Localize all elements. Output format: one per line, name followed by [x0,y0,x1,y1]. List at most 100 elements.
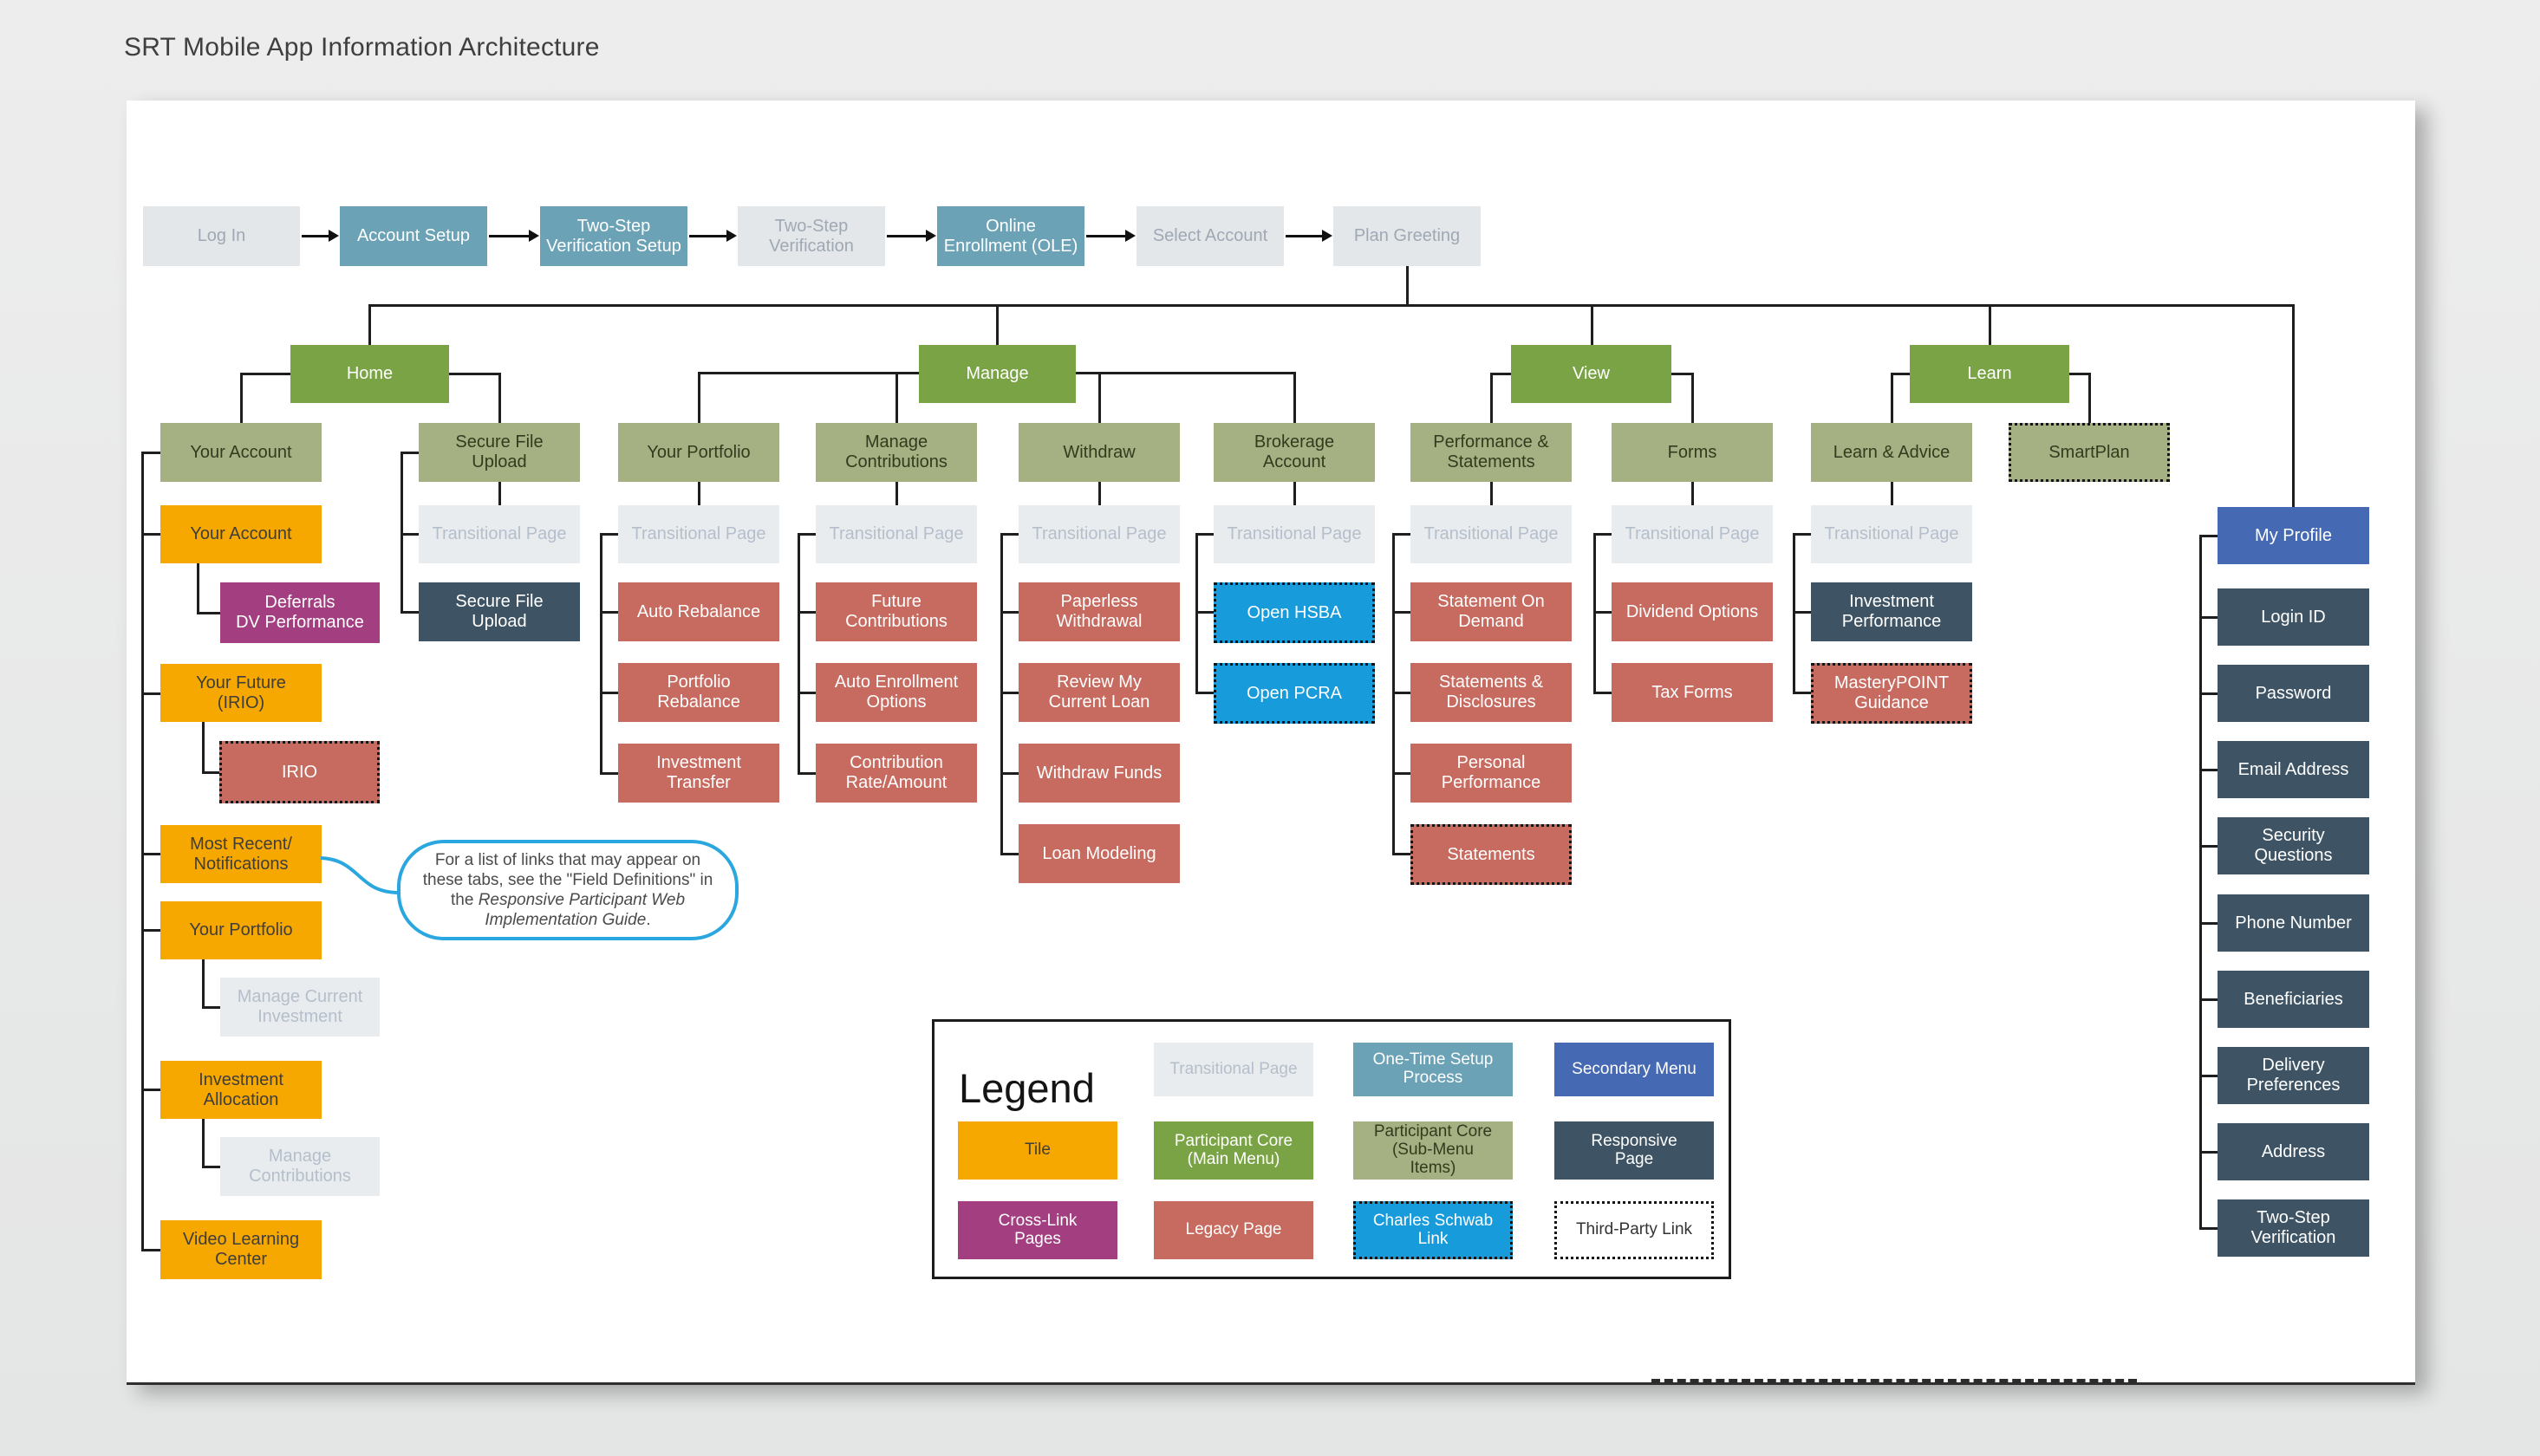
legend-item-tile: Tile [958,1121,1117,1180]
connector-line [1793,692,1811,694]
node-review-my-current-loan: Review My Current Loan [1019,663,1180,722]
connector-line [699,372,919,374]
node-yp-transitional-page: Transitional Page [618,505,779,563]
node-ba-transitional-page: Transitional Page [1214,505,1375,563]
connector-line [2292,304,2295,507]
connector-line [1000,853,1019,855]
connector-line [600,611,618,614]
connector-line [141,853,160,855]
node-la-transitional-page: Transitional Page [1811,505,1972,563]
flow-arrow [489,230,539,242]
connector-line [401,611,419,614]
node-my-profile: My Profile [2218,507,2369,564]
legend-item-cross-link-pages: Cross-Link Pages [958,1201,1117,1259]
node-secure-file-upload-menu: Secure File Upload [419,423,580,482]
connector-line [798,772,816,775]
connector-line [401,533,419,536]
node-portfolio-rebalance: Portfolio Rebalance [618,663,779,722]
connector-line [1691,373,1694,423]
node-personal-performance: Personal Performance [1410,744,1572,803]
callout-note: For a list of links that may appear on t… [397,840,739,940]
connector-line [798,611,816,614]
connector-line [600,533,602,773]
node-your-future-irio: Your Future (IRIO) [160,664,322,722]
node-w-transitional-page: Transitional Page [1019,505,1180,563]
node-learn-advice-menu: Learn & Advice [1811,423,1972,482]
connector-line [2199,845,2218,848]
connector-line [2199,769,2218,771]
node-video-learning-center: Video Learning Center [160,1220,322,1279]
connector-line [1195,611,1214,614]
connector-line [1591,304,1593,345]
connector-line [2069,373,2089,375]
node-performance-statements-menu: Performance & Statements [1410,423,1572,482]
node-password: Password [2218,665,2369,722]
legend-item-charles-schwab-link: Charles Schwab Link [1353,1201,1513,1259]
node-open-pcra: Open PCRA [1214,663,1375,724]
flow-step-account-setup: Account Setup [340,206,487,266]
connector-line [197,612,220,614]
connector-line [1406,266,1409,306]
node-ps-transitional-page: Transitional Page [1410,505,1572,563]
connector-line [1000,533,1019,536]
connector-line [1392,533,1410,536]
connector-line [449,373,499,375]
node-delivery-preferences: Delivery Preferences [2218,1047,2369,1104]
flow-step-plan-greeting: Plan Greeting [1333,206,1481,266]
connector-line [1195,692,1214,694]
connector-line [600,692,618,694]
node-statement-on-demand: Statement On Demand [1410,582,1572,641]
legend-item-one-time-setup-process: One-Time Setup Process [1353,1043,1513,1096]
node-your-portfolio-tile: Your Portfolio [160,901,322,959]
connector-line [1392,692,1410,694]
connector-line [1891,482,1893,505]
connector-line [2199,535,2218,537]
node-home: Home [290,345,449,403]
node-most-recent-notifications: Most Recent/ Notifications [160,825,322,883]
node-auto-enrollment-options: Auto Enrollment Options [816,663,977,722]
connector-line [1593,533,1612,536]
connector-line [141,692,160,695]
connector-line [2199,922,2218,925]
node-f-transitional-page: Transitional Page [1612,505,1773,563]
node-forms-menu: Forms [1612,423,1773,482]
connector-line [1490,482,1493,505]
flow-step-two-step-verification-setup: Two-Step Verification Setup [540,206,687,266]
connector-line [141,533,160,536]
connector-line [1098,482,1101,505]
node-open-hsba: Open HSBA [1214,582,1375,643]
connector-line [368,304,371,345]
flow-arrow [689,230,737,242]
connector-line [2199,692,2218,695]
flow-step-two-step-verification: Two-Step Verification [738,206,885,266]
connector-line [1793,533,1811,536]
page-title: SRT Mobile App Information Architecture [124,33,600,62]
connector-line [1293,482,1296,505]
node-statements: Statements [1410,824,1572,885]
connector-line [1989,304,1991,345]
flow-arrow [302,230,339,242]
connector-line [1000,692,1019,694]
node-manage-contributions-sub: Manage Contributions [220,1137,380,1196]
node-address: Address [2218,1123,2369,1180]
connector-line [202,1119,205,1167]
connector-line [202,959,205,1007]
legend-item-legacy-page: Legacy Page [1154,1201,1313,1259]
connector-line [141,1249,160,1251]
node-brokerage-account-menu: Brokerage Account [1214,423,1375,482]
node-manage-contributions-menu: Manage Contributions [816,423,977,482]
connector-line [798,692,816,694]
callout-text: For a list of links that may appear on t… [422,850,713,930]
node-learn: Learn [1910,345,2069,403]
flow-step-online-enrollment: Online Enrollment (OLE) [937,206,1084,266]
connector-line [698,482,700,505]
connector-line [2199,998,2218,1001]
connector-line [1098,372,1101,423]
connector-line [1490,373,1493,423]
connector-line [202,1006,220,1009]
connector-line [1892,373,1910,375]
node-email-address: Email Address [2218,741,2369,798]
legend-title: Legend [959,1065,1095,1111]
node-your-account-tile: Your Account [160,505,322,563]
legend-item-secondary-menu: Secondary Menu [1554,1043,1714,1096]
